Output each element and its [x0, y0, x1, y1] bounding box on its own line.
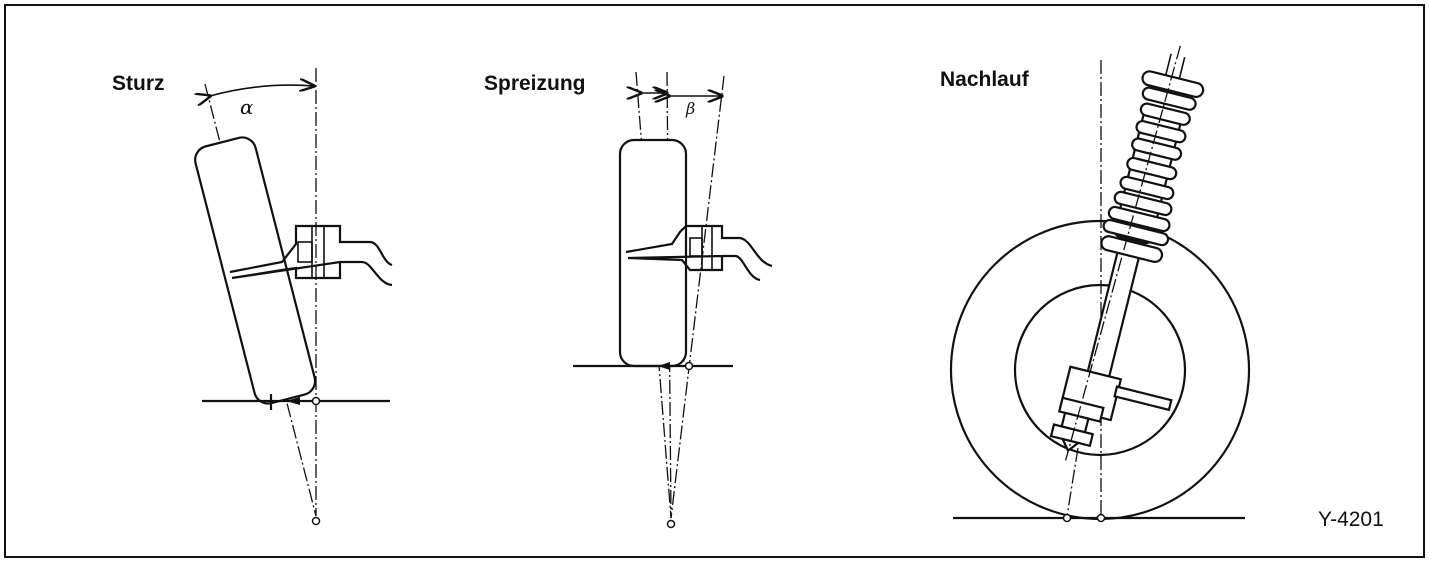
rim-outline	[1013, 283, 1187, 457]
camber-angle-arrow	[210, 85, 314, 96]
camber-title: Sturz	[112, 72, 165, 95]
wheel-hub	[625, 224, 773, 282]
kingpin-axis-line	[670, 75, 725, 519]
strut-assembly	[1049, 45, 1205, 461]
figure-frame	[4, 4, 1425, 558]
wheel	[618, 138, 688, 368]
caster-title: Nachlauf	[940, 68, 1030, 91]
camber-panel: Sturz α	[112, 68, 393, 526]
figure-code: Y-4201	[1318, 508, 1384, 531]
camber-angle-symbol: α	[240, 95, 254, 119]
caster-panel: Nachlauf	[940, 45, 1251, 523]
kingpin-angle-symbol: β	[685, 99, 695, 118]
kingpin-title: Spreizung	[484, 72, 586, 95]
tilted-wheel	[194, 136, 317, 405]
kingpin-panel: Spreizung β	[484, 71, 773, 529]
steering-axis-line	[1066, 447, 1079, 517]
wheel-hub	[229, 224, 393, 287]
